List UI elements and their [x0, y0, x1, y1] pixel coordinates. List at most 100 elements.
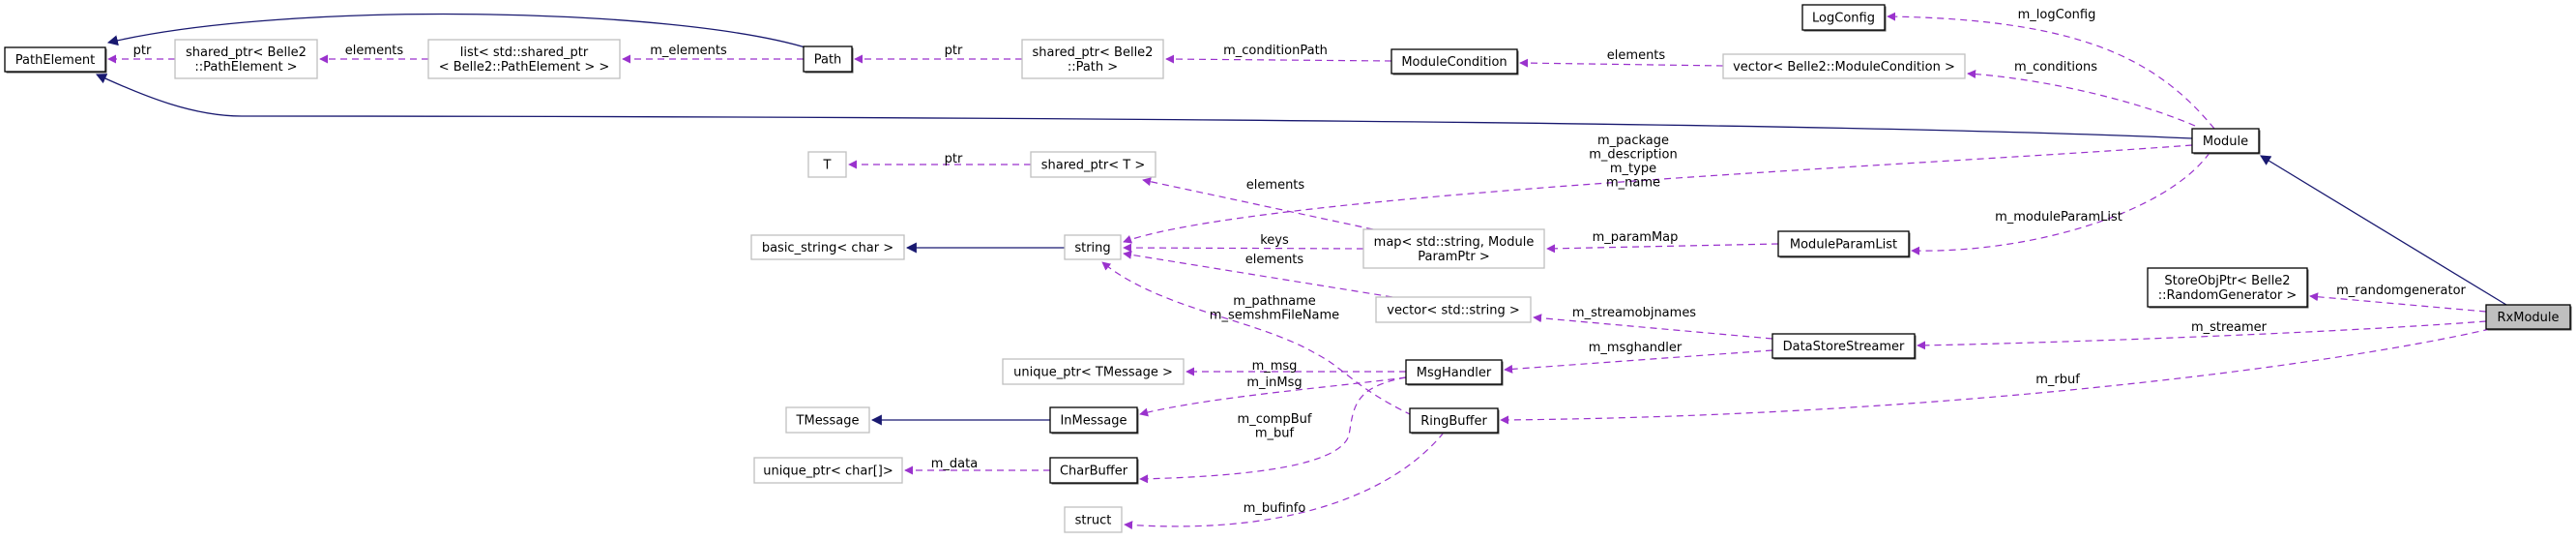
- class-node-storeobjptr[interactable]: StoreObjPtr< Belle2::RandomGenerator >: [2147, 267, 2309, 309]
- usage-arrow: [1165, 54, 1392, 64]
- edge-label: m_rbuf: [2035, 373, 2080, 387]
- nodes-layer: PathElement shared_ptr< Belle2::PathEleme…: [4, 4, 2572, 533]
- node-box: [1021, 39, 1164, 79]
- node-box: [753, 457, 903, 484]
- node-label: RingBuffer: [1420, 414, 1487, 429]
- class-node-modulecondition[interactable]: ModuleCondition: [1390, 48, 1519, 75]
- edge-modulecondition-to-sp-path: m_conditionPath: [1165, 44, 1392, 64]
- node-label: ::PathElement >: [194, 60, 297, 75]
- node-label: PathElement: [15, 53, 95, 68]
- node-box: [174, 39, 318, 79]
- edge-rxmodule-to-module: [2260, 155, 2507, 306]
- node-box: [2485, 304, 2571, 330]
- edge-label: m_msghandler: [1589, 341, 1683, 355]
- edge-label: m_paramMap: [1593, 230, 1679, 245]
- node-box: [803, 45, 853, 73]
- edge-ringbuffer-to-struct: m_bufinfo: [1124, 432, 1445, 530]
- edge-list-sp-to-sp-pathelement: elements: [319, 44, 428, 64]
- usage-arrow: [1101, 261, 1413, 416]
- usage-arrow: [1139, 376, 1407, 484]
- class-node-sp-path: shared_ptr< Belle2::Path >: [1021, 39, 1164, 79]
- class-node-datastorestreamer[interactable]: DataStoreStreamer: [1771, 333, 1917, 360]
- edge-sp-path-to-path: ptr: [854, 44, 1022, 64]
- node-box: [4, 46, 106, 73]
- edge-datastorestreamer-to-vec-string: m_streamobjnames: [1533, 306, 1773, 340]
- class-node-charbuffer[interactable]: CharBuffer: [1049, 457, 1139, 485]
- edge-label: m_package: [1597, 134, 1669, 148]
- class-node-logconfig[interactable]: LogConfig: [1801, 4, 1887, 32]
- node-box: [1064, 234, 1122, 260]
- class-node-vec-modcond: vector< Belle2::ModuleCondition >: [1722, 53, 1966, 79]
- edge-moduleparamlist-to-map: m_paramMap: [1546, 230, 1779, 254]
- usage-arrow: [1917, 320, 2487, 350]
- edge-label: m_streamobjnames: [1572, 306, 1696, 320]
- edge-msghandler-to-up-tmessage: m_msg: [1186, 359, 1406, 376]
- usage-arrow: [1123, 144, 2193, 244]
- node-box: [750, 234, 905, 260]
- edge-label: m_bufinfo: [1244, 501, 1306, 516]
- edge-label: m_randomgenerator: [2336, 284, 2466, 298]
- inheritance-arrow: [96, 74, 2193, 139]
- usage-arrow: [1967, 70, 2196, 127]
- usage-arrow: [1504, 349, 1773, 374]
- edge-label: m_elements: [650, 44, 727, 58]
- class-node-msghandler[interactable]: MsgHandler: [1405, 359, 1504, 386]
- edge-label: m_data: [931, 457, 978, 471]
- edge-label: keys: [1260, 233, 1289, 248]
- edge-charbuffer-to-up-char: m_data: [904, 457, 1050, 475]
- usage-arrow: [1500, 328, 2491, 425]
- node-label: T: [823, 159, 832, 173]
- node-box: [1722, 53, 1966, 79]
- usage-arrow: [1123, 243, 1364, 253]
- node-label: ParamPtr >: [1418, 250, 1490, 264]
- edge-label: m_name: [1606, 176, 1660, 191]
- node-box: [1375, 296, 1532, 323]
- class-node-moduleparamlist[interactable]: ModuleParamList: [1777, 230, 1911, 258]
- edge-label: m_msg: [1252, 359, 1298, 374]
- class-node-path[interactable]: Path: [803, 45, 854, 74]
- edge-label: elements: [1246, 178, 1305, 193]
- node-label: DataStoreStreamer: [1783, 340, 1905, 354]
- node-box: [1030, 151, 1156, 178]
- class-node-string: string: [1064, 234, 1122, 260]
- node-label: CharBuffer: [1060, 465, 1128, 479]
- class-node-ringbuffer[interactable]: RingBuffer: [1409, 407, 1500, 435]
- class-node-basic-string: basic_string< char >: [750, 234, 905, 260]
- edge-path-to-list-sp: m_elements: [622, 44, 804, 64]
- edge-label: m_description: [1589, 148, 1677, 163]
- node-label: shared_ptr< Belle2: [1033, 45, 1154, 60]
- edge-label: m_pathname: [1233, 294, 1316, 309]
- edge-rxmodule-to-ringbuffer: m_rbuf: [1500, 328, 2491, 425]
- node-box: [1390, 48, 1518, 75]
- class-node-vec-string: vector< std::string >: [1375, 296, 1532, 323]
- node-box: [1801, 4, 1886, 31]
- edge-label: m_compBuf: [1238, 412, 1312, 427]
- class-node-rxmodule[interactable]: RxModule: [2485, 304, 2572, 331]
- edge-module-to-pathelement: [96, 74, 2193, 139]
- class-node-tmessage: TMessage: [785, 406, 870, 434]
- class-node-inmessage[interactable]: InMessage: [1049, 406, 1139, 435]
- class-node-pathelement[interactable]: PathElement: [4, 46, 107, 74]
- node-label: map< std::string, Module: [1374, 235, 1535, 250]
- node-label: RxModule: [2498, 311, 2560, 325]
- edge-label: elements: [1245, 253, 1304, 267]
- node-label: StoreObjPtr< Belle2: [2164, 274, 2290, 288]
- node-box: [1049, 457, 1138, 484]
- class-node-module[interactable]: Module: [2191, 128, 2261, 155]
- node-box: [427, 39, 621, 79]
- edge-msghandler-to-inmessage: m_inMsg: [1139, 375, 1407, 417]
- edge-label: m_streamer: [2191, 320, 2268, 335]
- usage-arrow: [1533, 314, 1773, 340]
- node-label: struct: [1075, 514, 1112, 528]
- node-label: ::Path >: [1068, 60, 1118, 75]
- node-label: ModuleParamList: [1790, 238, 1897, 253]
- node-box: [785, 406, 870, 434]
- node-box: [807, 151, 847, 178]
- class-node-t: T: [807, 151, 847, 178]
- edge-rxmodule-to-storeobjptr: m_randomgenerator: [2309, 284, 2487, 313]
- edge-label: m_type: [1610, 162, 1656, 176]
- node-label: Module: [2203, 135, 2248, 149]
